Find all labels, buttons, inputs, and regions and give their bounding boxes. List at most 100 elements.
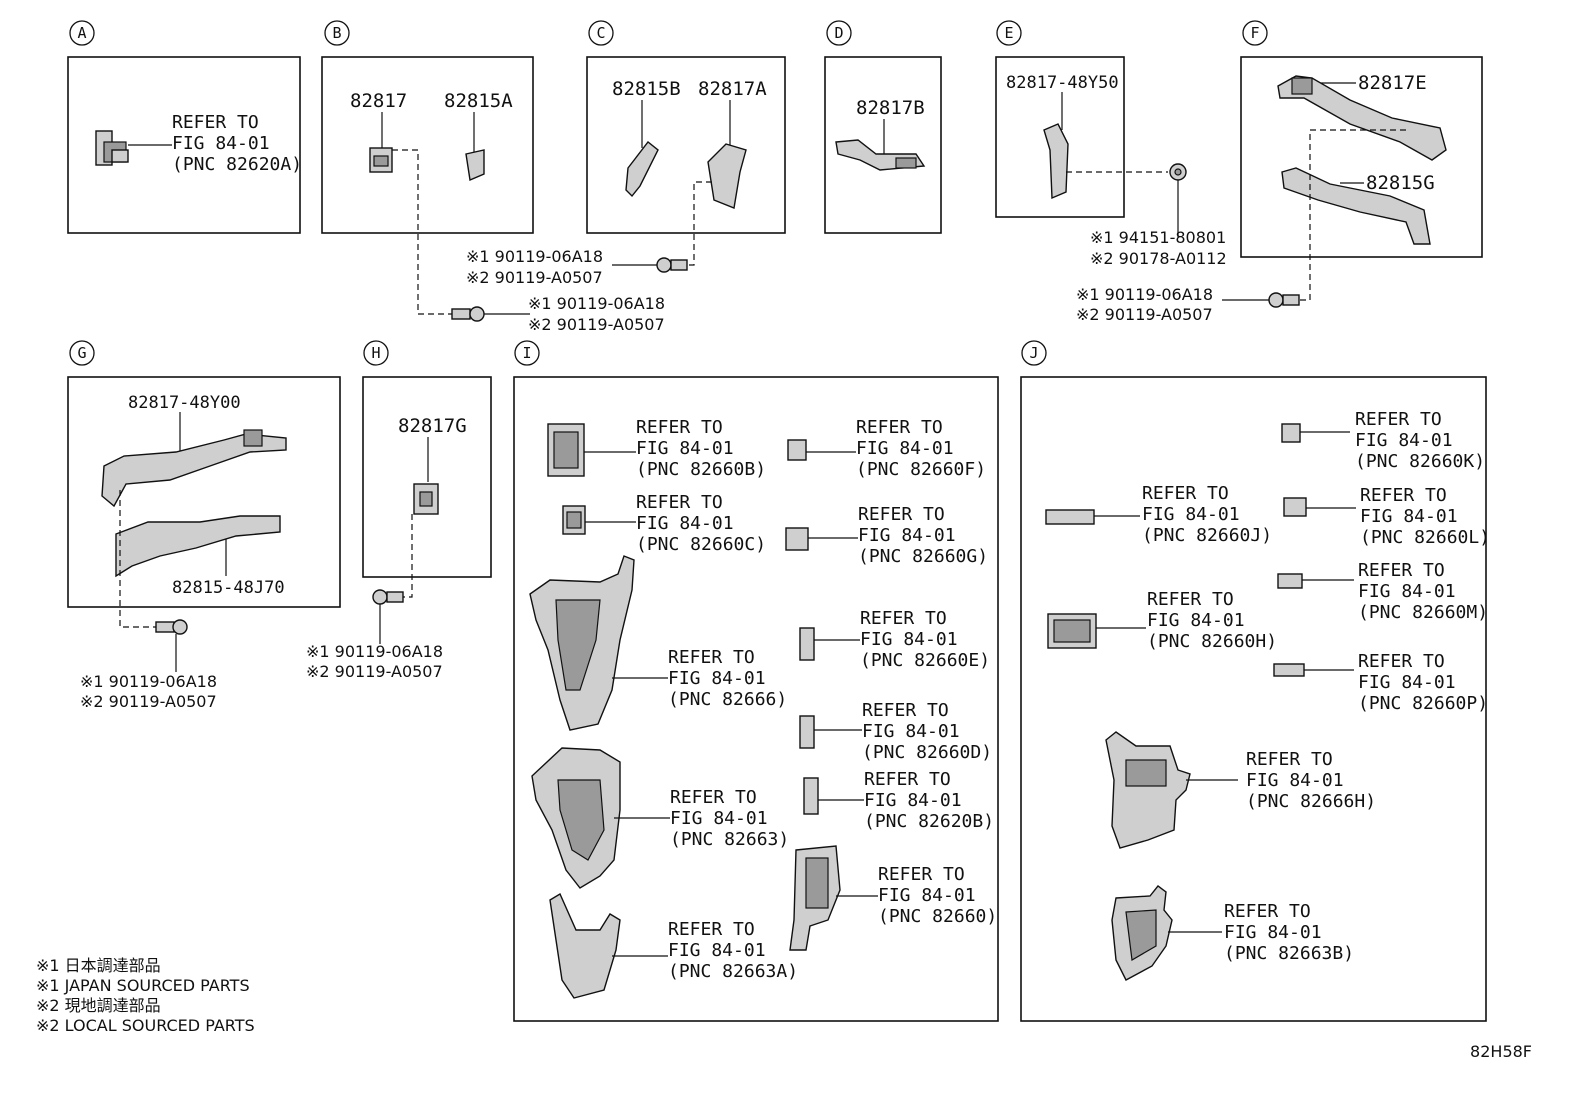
bolt-c [656, 257, 688, 273]
part-shape-82660f [787, 439, 807, 461]
ref-82660e-1: REFER TO [860, 608, 947, 629]
section-letter-e: E [1004, 24, 1013, 42]
ref-82666h-2: FIG 84-01 [1246, 770, 1344, 791]
bolt-g [155, 619, 188, 635]
ref-82620b-2: FIG 84-01 [864, 790, 962, 811]
section-h: H 82817G ※1 90119-06A18 ※2 90119-A0507 [306, 340, 492, 681]
section-letter-h: H [371, 344, 380, 362]
ref-82660f-3: (PNC 82660F) [856, 459, 986, 480]
ref-82660b-3: (PNC 82660B) [636, 459, 766, 480]
ref-82660m-2: FIG 84-01 [1358, 581, 1456, 602]
ref-82660l-3: (PNC 82660L) [1360, 527, 1490, 548]
section-letter-g: G [77, 344, 86, 362]
ref-82666-3: (PNC 82666) [668, 689, 787, 710]
part-shape-82817e [1277, 75, 1447, 161]
ref-82663a-2: FIG 84-01 [668, 940, 766, 961]
ref-82660c-2: FIG 84-01 [636, 513, 734, 534]
bolt-f [1268, 292, 1300, 308]
part-number-82817g: 82817G [398, 415, 467, 437]
section-box-c [586, 56, 786, 234]
legend: ※1 日本調達部品 ※1 JAPAN SOURCED PARTS ※2 現地調達… [36, 956, 255, 1035]
section-marker-c [588, 20, 614, 46]
part-number-82815b: 82815B [612, 78, 681, 100]
section-i: I REFER TO FIG 84-01 (PNC 82660B) REFER … [513, 340, 999, 1022]
part-shape-82663 [531, 747, 621, 889]
fastener-f-japan: ※1 90119-06A18 [1076, 285, 1213, 304]
section-box-b [321, 56, 534, 234]
fastener-c-japan: ※1 90119-06A18 [466, 247, 603, 266]
ref-82660k-1: REFER TO [1355, 409, 1442, 430]
part-number-82817b: 82817B [856, 97, 925, 119]
ref-82660m-1: REFER TO [1358, 560, 1445, 581]
ref-a-line-1: REFER TO [172, 112, 259, 133]
section-marker-d [826, 20, 852, 46]
part-shape-82663b [1111, 885, 1173, 981]
legend-line-4: ※2 LOCAL SOURCED PARTS [36, 1016, 255, 1035]
ref-82660d-1: REFER TO [862, 700, 949, 721]
ref-82660l-1: REFER TO [1360, 485, 1447, 506]
section-marker-b [324, 20, 350, 46]
fastener-f-local: ※2 90119-A0507 [1076, 305, 1213, 324]
ref-82660p-3: (PNC 82660P) [1358, 693, 1488, 714]
part-number-82817e: 82817E [1358, 72, 1427, 94]
ref-82660d-2: FIG 84-01 [862, 721, 960, 742]
diagram-code: 82H58F [1470, 1042, 1532, 1061]
part-shape-82660b [547, 423, 585, 477]
part-shape-82660p [1273, 663, 1305, 677]
section-marker-i [514, 340, 540, 366]
ref-82660m-3: (PNC 82660M) [1358, 602, 1488, 623]
ref-82660c-3: (PNC 82660C) [636, 534, 766, 555]
ref-82660g-2: FIG 84-01 [858, 525, 956, 546]
part-number-82817: 82817 [350, 90, 407, 112]
part-shape-82815b [625, 141, 659, 198]
legend-line-1: ※1 日本調達部品 [36, 956, 161, 975]
section-b: B 82817 82815A ※1 90119-06A18 ※2 90119-A… [321, 20, 665, 334]
ref-82660-2: FIG 84-01 [878, 885, 976, 906]
section-marker-j [1021, 340, 1047, 366]
section-e: E 82817-48Y50 ※1 94151-80801 ※2 90178-A0… [995, 20, 1227, 268]
section-box-e [995, 56, 1125, 218]
section-box-g [67, 376, 341, 608]
part-shape-82815g [1281, 167, 1431, 245]
part-shape-82666 [529, 555, 635, 731]
ref-82660h-3: (PNC 82660H) [1147, 631, 1277, 652]
part-shape-82660j [1045, 509, 1095, 525]
part-shape-82666h [1105, 731, 1191, 849]
fastener-h-japan: ※1 90119-06A18 [306, 642, 443, 661]
section-a: A REFER TO FIG 84-01 (PNC 82620A) [67, 20, 302, 234]
part-shape-82660k [1281, 423, 1301, 443]
ref-82666h-3: (PNC 82666H) [1246, 791, 1376, 812]
part-shape-82660m [1277, 573, 1303, 589]
section-letter-b: B [332, 24, 341, 42]
section-letter-f: F [1250, 24, 1259, 42]
ref-82663b-2: FIG 84-01 [1224, 922, 1322, 943]
part-shape-82817-48y50 [1043, 123, 1069, 200]
section-g: G 82817-48Y00 82815-48J70 ※1 90119-06A18… [67, 340, 341, 711]
part-shape-82817g [413, 483, 439, 515]
fastener-b-local: ※2 90119-A0507 [528, 315, 665, 334]
part-shape-82660h [1047, 613, 1097, 649]
ref-82666h-1: REFER TO [1246, 749, 1333, 770]
part-shape-82620b [803, 777, 819, 815]
ref-82660b-2: FIG 84-01 [636, 438, 734, 459]
section-c: C 82815B 82817A ※1 90119-06A18 ※2 90119-… [466, 20, 786, 287]
fastener-g-japan: ※1 90119-06A18 [80, 672, 217, 691]
fastener-c-local: ※2 90119-A0507 [466, 268, 603, 287]
fastener-e-japan: ※1 94151-80801 [1090, 228, 1226, 247]
section-box-d [824, 56, 942, 234]
ref-82660k-3: (PNC 82660K) [1355, 451, 1485, 472]
ref-82663a-1: REFER TO [668, 919, 755, 940]
section-f: F 82817E 82815G ※1 90119-06A18 ※2 90119-… [1076, 20, 1483, 324]
ref-a-line-2: FIG 84-01 [172, 133, 270, 154]
part-shape-82660 [789, 845, 841, 951]
ref-82660j-1: REFER TO [1142, 483, 1229, 504]
part-shape-82660e [799, 627, 815, 661]
section-box-f [1240, 56, 1483, 258]
ref-82663-3: (PNC 82663) [670, 829, 789, 850]
legend-line-2: ※1 JAPAN SOURCED PARTS [36, 976, 250, 995]
part-number-82815a: 82815A [444, 90, 513, 112]
section-letter-i: I [522, 344, 531, 362]
section-marker-e [996, 20, 1022, 46]
part-number-82815-48j70: 82815-48J70 [172, 578, 285, 598]
